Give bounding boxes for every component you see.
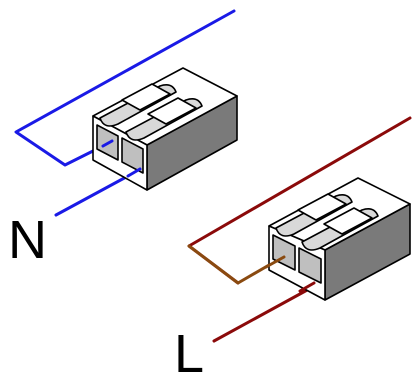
connector-live xyxy=(268,177,411,301)
connector-neutral-lever-1-tab xyxy=(121,83,171,111)
connector-live-slot-2 xyxy=(298,247,322,284)
live-incoming-wire-end xyxy=(298,281,316,293)
connector-neutral-lever-2-tab xyxy=(147,97,197,125)
connector-neutral-slot-2 xyxy=(121,137,144,174)
live-incoming-wire xyxy=(212,281,322,343)
live-loop-wire-brown xyxy=(187,244,278,285)
connector-live-lever-1-tab xyxy=(297,193,347,221)
connector-neutral xyxy=(92,67,238,191)
live-loop-wire-end xyxy=(264,255,286,269)
live-wires xyxy=(187,116,412,343)
neutral-label: N xyxy=(8,210,47,270)
neutral-loop-wire xyxy=(14,9,236,167)
neutral-incoming-wire-end xyxy=(126,167,142,178)
live-label: L xyxy=(174,324,204,374)
connector-live-lever-2-tab xyxy=(323,207,373,235)
neutral-loop-wire-end xyxy=(101,139,114,148)
